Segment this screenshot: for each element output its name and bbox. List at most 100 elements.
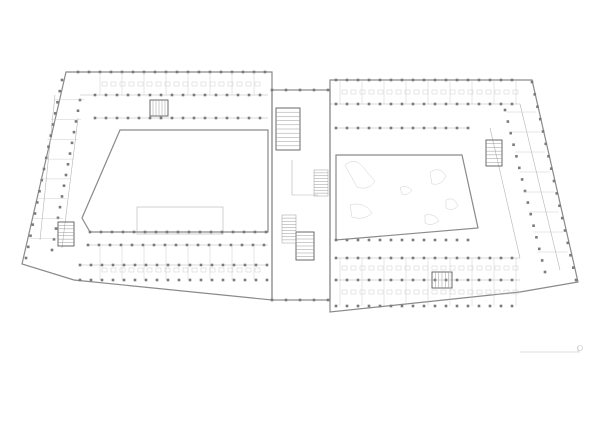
column — [122, 263, 126, 267]
column — [367, 102, 371, 106]
column — [510, 304, 514, 308]
column — [378, 256, 382, 260]
desk — [119, 81, 126, 87]
desk — [395, 289, 402, 295]
column — [538, 117, 542, 121]
column — [488, 278, 492, 282]
column — [552, 179, 556, 183]
column — [455, 78, 459, 82]
desk — [431, 89, 438, 95]
right-east-corridor-inner — [489, 127, 521, 259]
column — [378, 102, 382, 106]
column — [345, 238, 349, 242]
column — [68, 152, 72, 155]
desk — [413, 265, 420, 271]
column — [466, 126, 470, 130]
left-west-corridor-inner — [61, 117, 79, 249]
column — [159, 93, 163, 97]
column — [137, 116, 141, 120]
column — [141, 243, 145, 247]
column — [232, 278, 236, 282]
column — [367, 304, 371, 308]
central-stair — [313, 169, 329, 197]
column — [258, 116, 262, 120]
column — [400, 78, 404, 82]
column — [133, 278, 137, 282]
column — [130, 243, 134, 247]
column — [466, 304, 470, 308]
column — [499, 78, 503, 82]
desk — [350, 265, 357, 271]
column — [411, 304, 415, 308]
desk — [431, 289, 438, 295]
column — [540, 259, 544, 262]
column — [389, 78, 393, 82]
column — [400, 102, 404, 106]
column — [529, 212, 533, 216]
column — [506, 120, 510, 123]
column — [400, 238, 404, 242]
column — [110, 230, 114, 234]
desk — [485, 265, 492, 271]
column — [270, 298, 274, 302]
column — [196, 243, 200, 247]
column — [137, 93, 141, 97]
column — [367, 278, 371, 282]
desk — [476, 265, 483, 271]
desk — [395, 89, 402, 95]
left-wing-outer-wall — [21, 71, 273, 301]
desk — [467, 289, 474, 295]
column — [225, 93, 229, 97]
column — [115, 116, 119, 120]
desk — [503, 89, 510, 95]
column — [444, 256, 448, 260]
column — [477, 256, 481, 260]
column — [175, 70, 179, 74]
central-stair-south — [281, 214, 297, 244]
desk — [503, 289, 510, 295]
column — [284, 298, 288, 302]
column — [99, 230, 103, 234]
column — [192, 116, 196, 120]
column — [298, 88, 302, 92]
desk — [404, 89, 411, 95]
column — [56, 216, 60, 220]
column — [455, 238, 459, 242]
column — [181, 93, 185, 97]
column — [326, 88, 330, 92]
column — [251, 243, 255, 247]
desk — [191, 267, 198, 273]
desk — [137, 267, 144, 273]
column — [119, 243, 123, 247]
desk — [200, 267, 207, 273]
column — [378, 304, 382, 308]
column — [89, 263, 93, 267]
column — [188, 278, 192, 282]
desk — [440, 265, 447, 271]
column — [477, 78, 481, 82]
column — [345, 304, 349, 308]
column — [466, 238, 470, 242]
column — [530, 80, 534, 84]
column — [209, 230, 213, 234]
column — [389, 256, 393, 260]
column — [356, 278, 360, 282]
column — [33, 212, 37, 215]
desk — [368, 289, 375, 295]
column — [541, 130, 545, 133]
column — [334, 238, 338, 242]
column — [243, 278, 247, 282]
desk — [128, 81, 135, 87]
column — [214, 93, 218, 97]
column — [510, 78, 514, 82]
left-stair-core — [57, 221, 75, 247]
column — [444, 78, 448, 82]
desk — [218, 267, 225, 273]
column — [163, 243, 167, 247]
desk — [146, 267, 153, 273]
column — [115, 93, 119, 97]
column — [555, 192, 559, 195]
column — [298, 298, 302, 302]
column — [389, 238, 393, 242]
